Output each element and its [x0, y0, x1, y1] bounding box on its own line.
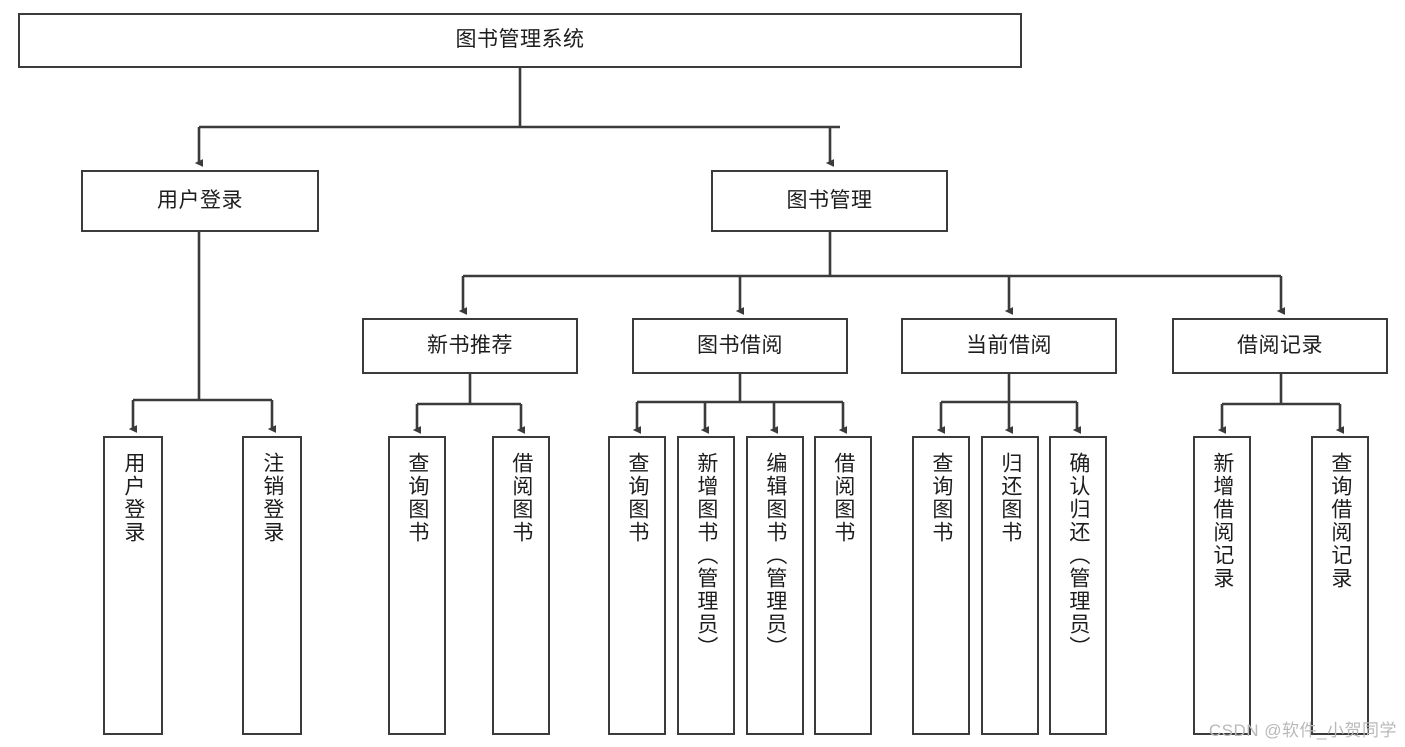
node-user-login[interactable]: 用户登录 [81, 170, 319, 232]
node-label: 注销登录 [260, 452, 284, 544]
node-label: 新书推荐 [427, 333, 513, 357]
node-book-borrow[interactable]: 图书借阅 [632, 318, 848, 374]
leaf-confirm-return-admin[interactable]: 确认归还（管理员） [1049, 436, 1107, 735]
leaf-user-logout[interactable]: 注销登录 [242, 436, 302, 735]
node-label: 确认归还（管理员） [1066, 452, 1090, 659]
node-borrow-record[interactable]: 借阅记录 [1172, 318, 1388, 374]
node-current-borrow[interactable]: 当前借阅 [901, 318, 1117, 374]
node-label: 查询图书 [405, 452, 429, 544]
node-label: 用户登录 [121, 452, 145, 544]
leaf-query-book-current[interactable]: 查询图书 [912, 436, 970, 735]
node-label: 编辑图书（管理员） [763, 452, 787, 659]
leaf-edit-book-admin[interactable]: 编辑图书（管理员） [746, 436, 804, 735]
leaf-borrow-book-borrow[interactable]: 借阅图书 [814, 436, 872, 735]
node-label: 图书管理系统 [455, 28, 585, 52]
leaf-query-borrow-record[interactable]: 查询借阅记录 [1311, 436, 1369, 735]
leaf-return-book[interactable]: 归还图书 [981, 436, 1039, 735]
node-label: 借阅记录 [1237, 333, 1323, 357]
node-new-book-recommendation[interactable]: 新书推荐 [362, 318, 578, 374]
node-label: 当前借阅 [966, 333, 1052, 357]
node-book-management[interactable]: 图书管理 [711, 170, 948, 232]
csdn-watermark: CSDN @软件_小贺同学 [1208, 721, 1397, 740]
leaf-query-book-borrow[interactable]: 查询图书 [608, 436, 666, 735]
node-root-book-management-system[interactable]: 图书管理系统 [18, 13, 1022, 68]
node-label: 查询图书 [929, 452, 953, 544]
node-label: 用户登录 [157, 188, 243, 212]
node-label: 新增图书（管理员） [694, 452, 718, 659]
node-label: 借阅图书 [509, 452, 533, 544]
leaf-query-book-new[interactable]: 查询图书 [388, 436, 446, 735]
node-label: 新增借阅记录 [1210, 452, 1234, 590]
node-label: 查询图书 [625, 452, 649, 544]
leaf-add-book-admin[interactable]: 新增图书（管理员） [677, 436, 735, 735]
node-label: 图书管理 [786, 188, 873, 212]
leaf-user-login[interactable]: 用户登录 [103, 436, 163, 735]
node-label: 查询借阅记录 [1328, 452, 1352, 590]
node-label: 借阅图书 [831, 452, 855, 544]
node-label: 归还图书 [998, 452, 1022, 544]
leaf-borrow-book-new[interactable]: 借阅图书 [492, 436, 550, 735]
node-label: 图书借阅 [697, 333, 783, 357]
leaf-add-borrow-record[interactable]: 新增借阅记录 [1193, 436, 1251, 735]
